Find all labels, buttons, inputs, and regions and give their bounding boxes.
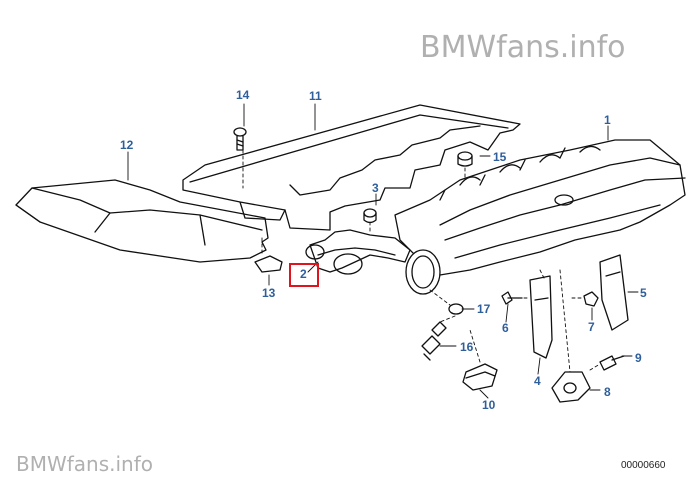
grommet-part-3 (363, 208, 377, 224)
nut-part-7 (583, 291, 599, 307)
callout-14[interactable]: 14 (236, 88, 250, 102)
callout-2[interactable]: 2 (300, 267, 307, 281)
bracket-part-4 (529, 275, 553, 359)
callout-1[interactable]: 1 (604, 113, 611, 127)
alignment-lines (242, 149, 601, 373)
callout-6[interactable]: 6 (502, 321, 509, 335)
intake-manifold (394, 139, 686, 295)
callout-13[interactable]: 13 (262, 286, 276, 300)
grommet-part-15 (457, 151, 473, 167)
callout-7[interactable]: 7 (588, 320, 595, 334)
mount-part-8 (551, 371, 591, 403)
callout-9[interactable]: 9 (635, 351, 642, 365)
callout-15[interactable]: 15 (493, 150, 507, 164)
callout-8[interactable]: 8 (604, 385, 611, 399)
leader-lines (127, 103, 639, 399)
oring-part-17 (448, 303, 464, 315)
callout-11[interactable]: 11 (309, 89, 322, 103)
callout-12[interactable]: 12 (120, 138, 134, 152)
screw-part-14 (233, 127, 247, 151)
screw-part-9 (599, 355, 625, 371)
callout-5[interactable]: 5 (640, 286, 647, 300)
bracket-part-5 (599, 254, 629, 331)
upper-cover-plate (182, 104, 521, 231)
callout-10[interactable]: 10 (482, 398, 496, 412)
callout-16[interactable]: 16 (460, 340, 474, 354)
intake-elbow-pipe (305, 229, 411, 275)
watermark-bottom: BMWfans.info (16, 452, 154, 476)
callout-3[interactable]: 3 (372, 181, 379, 195)
callout-4[interactable]: 4 (534, 374, 541, 388)
callout-17[interactable]: 17 (477, 302, 491, 316)
sensor-part-16 (421, 321, 447, 361)
clip-part-13 (254, 255, 283, 273)
connector-part-10 (462, 363, 498, 391)
left-cover-panel (15, 179, 269, 263)
drawing-number: 00000660 (621, 460, 666, 471)
watermark-top: BMWfans.info (420, 30, 626, 65)
